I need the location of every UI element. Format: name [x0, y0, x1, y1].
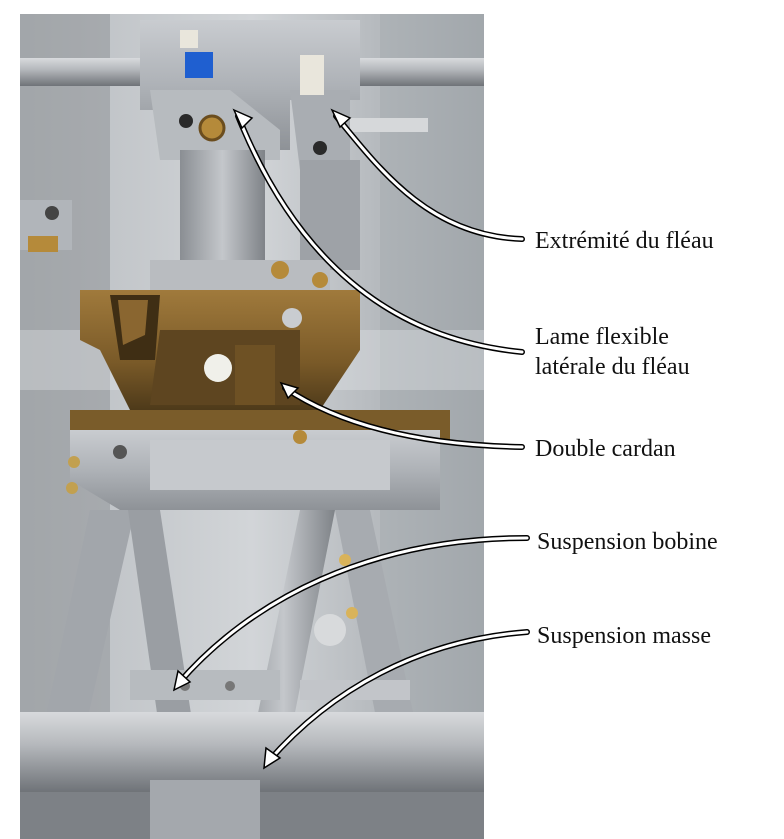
- label-lame-flexible-line1: Lame flexible: [535, 324, 669, 350]
- label-lame-flexible: Lame flexible latérale du fléau: [535, 322, 690, 382]
- label-lame-flexible-line2: latérale du fléau: [535, 354, 690, 380]
- label-double-cardan: Double cardan: [535, 436, 676, 462]
- label-suspension-masse: Suspension masse: [537, 623, 711, 649]
- label-extremite-du-fleau: Extrémité du fléau: [535, 228, 714, 254]
- label-suspension-bobine: Suspension bobine: [537, 529, 718, 555]
